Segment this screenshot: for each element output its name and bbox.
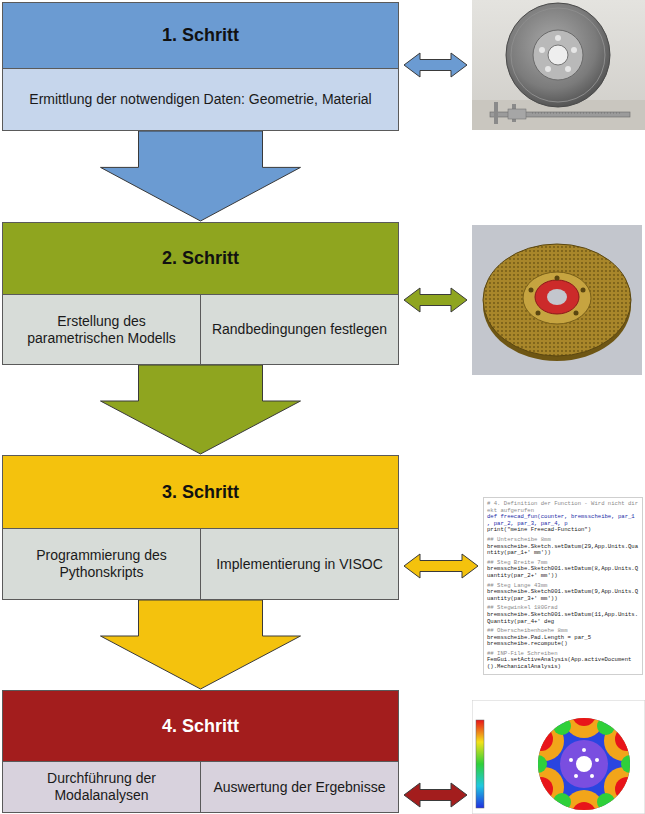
- task-text: Ermittlung der notwendigen Daten: Geomet…: [29, 91, 371, 108]
- flow-arrow: [404, 783, 467, 807]
- step-box: 1. SchrittErmittlung der notwendigen Dat…: [2, 2, 399, 131]
- step-box: 2. SchrittErstellung des parametrischen …: [2, 222, 399, 365]
- task-text: Randbedingungen festlegen: [212, 321, 387, 338]
- step-header-band: 2. Schritt: [3, 223, 398, 295]
- task-box: Programmierung des Pythonskripts: [2, 528, 201, 600]
- step-header-band: 3. Schritt: [3, 456, 398, 529]
- code-line: ## INP-File Schreiben: [487, 651, 639, 658]
- step-title: 4. Schritt: [162, 716, 239, 738]
- step-title: 3. Schritt: [162, 482, 239, 504]
- flow-arrow: [101, 600, 301, 689]
- flow-arrow: [404, 554, 478, 578]
- step-box: 3. SchrittProgrammierung des Pythonskrip…: [2, 455, 399, 600]
- code-line: ## Stegwinkel 180Grad: [487, 605, 639, 612]
- code-line: bremsscheibe.Sketch.setDatum(29,App.Unit…: [487, 544, 639, 557]
- flow-arrow: [404, 53, 467, 77]
- code-line: ## Steg Lange 43mm: [487, 583, 639, 590]
- code-line: print("meine Freecad-Function"): [487, 527, 639, 534]
- flow-arrow: [101, 131, 301, 221]
- code-line: bremsscheibe.recompute(): [487, 641, 639, 648]
- flow-arrow: [404, 288, 467, 312]
- code-screenshot: # 4. Definition der Function - Wird nich…: [483, 497, 643, 675]
- task-box: Ermittlung der notwendigen Daten: Geomet…: [2, 68, 399, 131]
- step-header-band: 4. Schritt: [3, 691, 398, 762]
- image-frame: [472, 0, 645, 130]
- fem-result-image: [472, 700, 645, 814]
- code-line: # 4. Definition der Function - Wird nich…: [487, 501, 639, 514]
- image-frame: [472, 225, 642, 375]
- image-frame: [472, 700, 645, 814]
- code-line: ## Steg Breite 7mm: [487, 560, 639, 567]
- task-text: Auswertung der Ergebnisse: [214, 779, 386, 796]
- code-line: bremsscheibe.Sketch001.setDatum(8,App.Un…: [487, 566, 639, 579]
- code-line: bremsscheibe.Sketch001.setDatum(11,App.U…: [487, 612, 639, 625]
- code-line: ## Unterscheibe 8mm: [487, 537, 639, 544]
- task-text: Durchführung der Modalanalysen: [11, 770, 192, 804]
- brake-disc-photo: [472, 0, 645, 130]
- step-title: 1. Schritt: [162, 25, 239, 47]
- step-header-band: 1. Schritt: [3, 3, 398, 69]
- task-box: Randbedingungen festlegen: [200, 294, 399, 365]
- task-text: Erstellung des parametrischen Modells: [11, 313, 192, 347]
- code-line: bremsscheibe.Pad.Length = par_5: [487, 635, 639, 642]
- task-text: Implementierung in VISOC: [216, 556, 383, 573]
- code-line: FemGui.setActiveAnalysis(App.activeDocum…: [487, 657, 639, 670]
- cad-model-image: [472, 225, 642, 375]
- code-line: def freecad_fun(counter, bremsscheibe, p…: [487, 514, 639, 527]
- step-box: 4. SchrittDurchführung der Modalanalysen…: [2, 690, 399, 813]
- task-box: Durchführung der Modalanalysen: [2, 761, 201, 813]
- code-line: bremsscheibe.Sketch001.setDatum(9,App.Un…: [487, 589, 639, 602]
- flow-arrow: [101, 365, 301, 454]
- task-text: Programmierung des Pythonskripts: [11, 547, 192, 581]
- task-box: Erstellung des parametrischen Modells: [2, 294, 201, 365]
- task-box: Implementierung in VISOC: [200, 528, 399, 600]
- code-line: ## Oberscheibenhoehe 8mm: [487, 628, 639, 635]
- task-box: Auswertung der Ergebnisse: [200, 761, 399, 813]
- step-title: 2. Schritt: [162, 248, 239, 270]
